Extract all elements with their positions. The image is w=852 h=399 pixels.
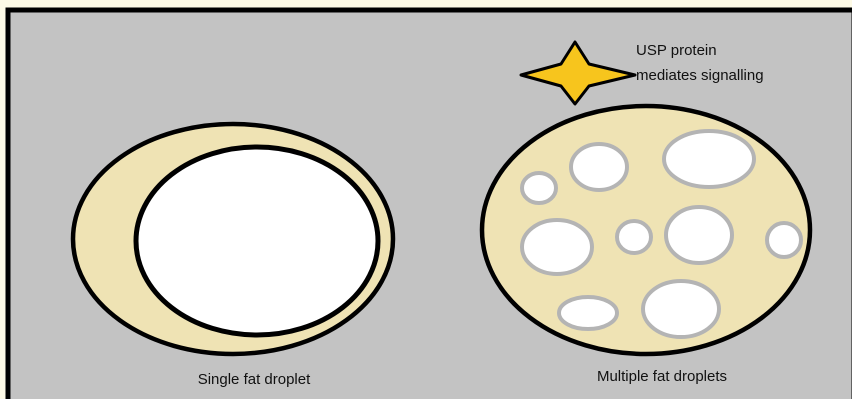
multiple-droplets-caption: Multiple fat droplets — [597, 368, 727, 385]
large-fat-droplet — [136, 147, 378, 335]
fat-droplet — [522, 220, 592, 274]
fat-droplet — [571, 144, 627, 190]
fat-droplet — [767, 223, 801, 257]
fat-droplet — [559, 297, 617, 329]
single-droplet-caption: Single fat droplet — [198, 371, 311, 388]
fat-droplet — [666, 207, 732, 263]
fat-droplet — [643, 281, 719, 337]
signal-label-line1: USP protein — [636, 42, 717, 59]
fat-droplet — [664, 131, 754, 187]
fat-droplet — [522, 173, 556, 203]
fat-droplet — [617, 221, 651, 253]
signal-label-line2: mediates signalling — [636, 67, 764, 84]
